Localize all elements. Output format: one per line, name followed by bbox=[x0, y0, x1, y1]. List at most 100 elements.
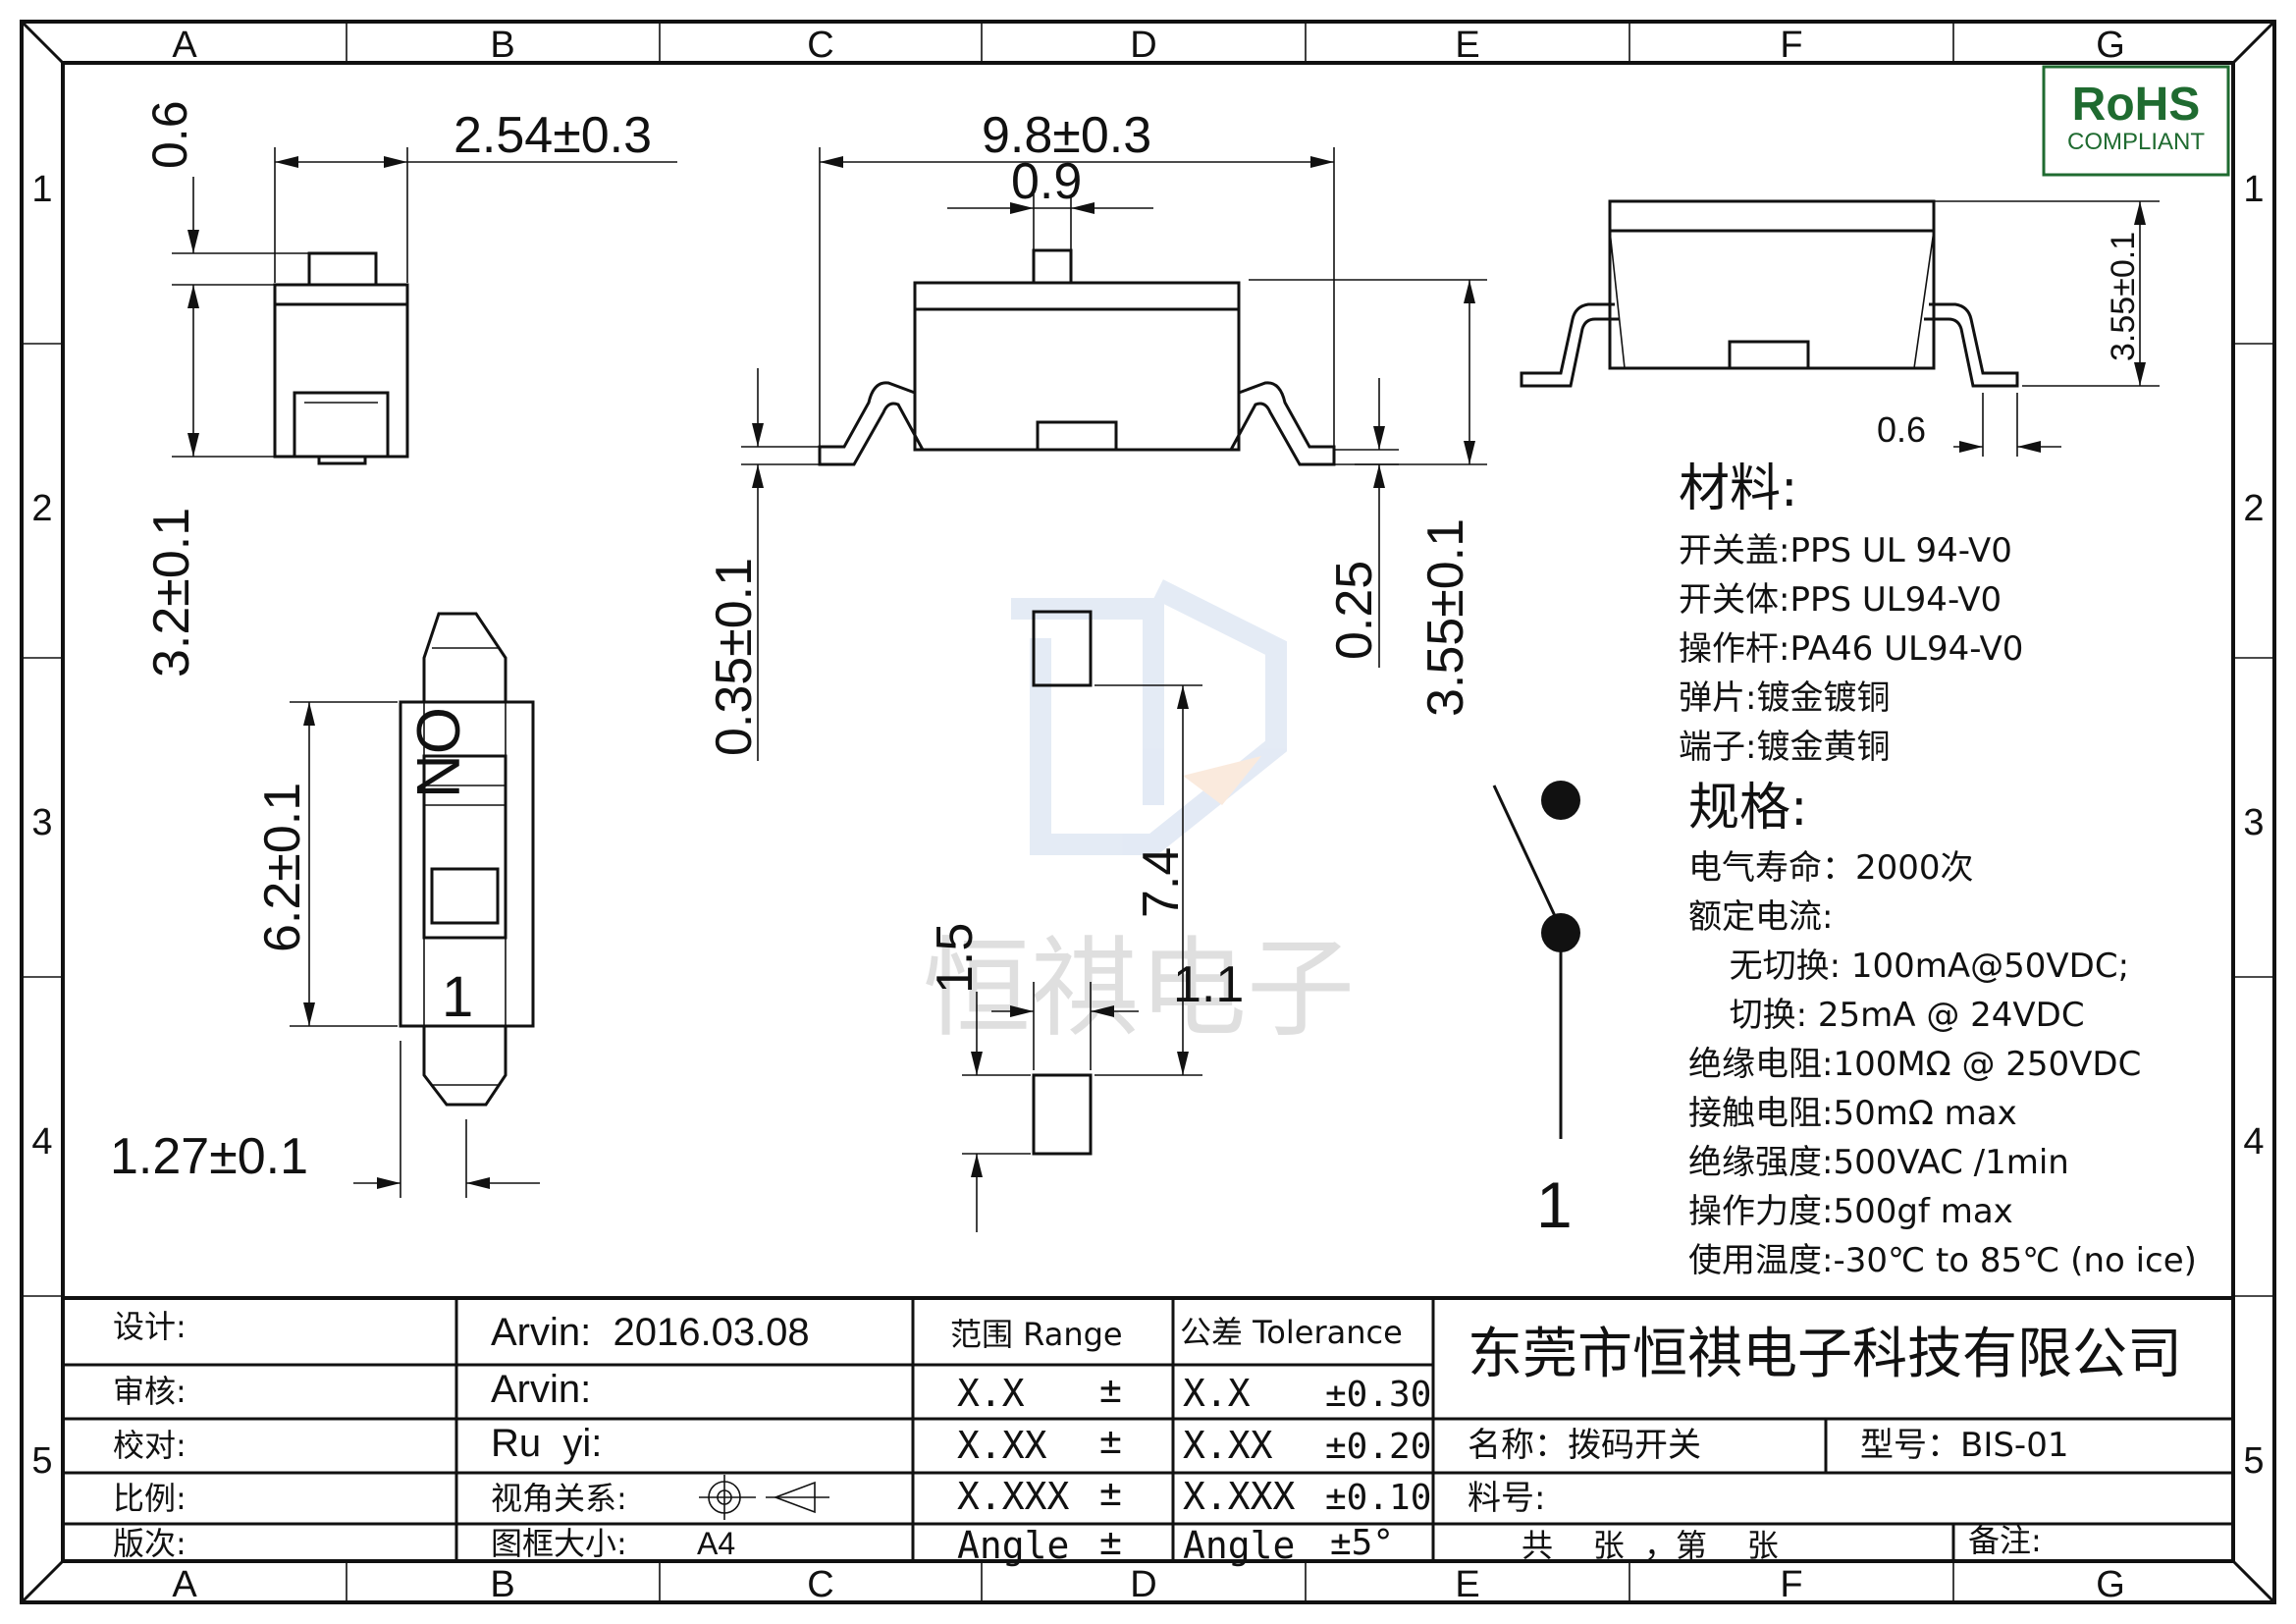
tb-material-no: 料号: bbox=[1468, 1479, 1545, 1518]
tb-company: 东莞市恒祺电子科技有限公司 bbox=[1468, 1323, 2182, 1386]
row-label: 2 bbox=[2243, 488, 2264, 529]
col-label: G bbox=[2096, 25, 2125, 66]
top-view-position-label: 1 bbox=[442, 965, 473, 1029]
dim-front-terminal: 0.35±0.1 bbox=[706, 558, 763, 756]
col-label: E bbox=[1455, 1564, 1479, 1605]
tb-check-label: 校对: bbox=[113, 1427, 187, 1464]
rohs-subtitle: COMPLIANT bbox=[2067, 129, 2205, 155]
col-label: A bbox=[172, 25, 197, 66]
col-label: F bbox=[1780, 1564, 1802, 1605]
specs-heading: 规格: bbox=[1688, 779, 1808, 838]
dim-front-actuator: 0.9 bbox=[1011, 153, 1082, 210]
tb-name: 名称：拨码开关 bbox=[1468, 1426, 1701, 1465]
spec-item: 操作力度:500gf max bbox=[1688, 1192, 2013, 1231]
title-block: 设计: Arvin: 2016.03.08 审核: Arvin: 校对: Ru … bbox=[63, 1296, 2233, 1567]
tb-review-value: Arvin: bbox=[491, 1368, 591, 1411]
material-item: 端子:镀金黄铜 bbox=[1679, 728, 1890, 767]
dim-front-height: 3.55±0.1 bbox=[1417, 518, 1474, 717]
col-label: E bbox=[1455, 25, 1479, 66]
tb-tol-value: ±5° bbox=[1330, 1523, 1394, 1563]
tb-scale-label: 比例: bbox=[113, 1480, 187, 1517]
dim-pad-span: 7.4 bbox=[1133, 847, 1190, 918]
spec-item: 电气寿命：2000次 bbox=[1688, 848, 1974, 888]
dim-side-height: 3.2±0.1 bbox=[143, 508, 200, 677]
side-view: 2.54±0.3 0.6 3.2±0.1 bbox=[142, 100, 677, 677]
dim-side-top: 0.6 bbox=[142, 100, 197, 169]
tb-design-value: Arvin: 2016.03.08 bbox=[491, 1311, 810, 1354]
tb-tol-row: Angle bbox=[1183, 1524, 1295, 1567]
tb-tol-row: X.XXX bbox=[1183, 1475, 1296, 1518]
tb-review-label: 审核: bbox=[113, 1373, 187, 1410]
tb-version-label: 版次: bbox=[113, 1525, 187, 1562]
row-label: 1 bbox=[2243, 169, 2264, 210]
spec-item: 使用温度:-30℃ to 85℃ (no ice) bbox=[1688, 1241, 2197, 1280]
col-label: F bbox=[1780, 25, 1802, 66]
tb-range-row: X.XX bbox=[957, 1424, 1047, 1467]
end-view: 3.55±0.1 0.6 bbox=[1520, 199, 2160, 457]
col-label: B bbox=[490, 25, 514, 66]
tb-sheet: 共 张 ，第 张 bbox=[1522, 1527, 1779, 1564]
tb-range-pm: ± bbox=[1099, 1471, 1122, 1514]
material-item: 操作杆:PA46 UL94-V0 bbox=[1679, 629, 2023, 669]
dim-front-length: 9.8±0.3 bbox=[982, 107, 1151, 164]
row-label: 4 bbox=[2243, 1121, 2264, 1163]
top-view: ON 1 6.2±0.1 1.27±0.1 bbox=[110, 612, 540, 1198]
watermark: 恒祺电子 bbox=[923, 579, 1355, 1052]
tb-range-header: 范围 Range bbox=[950, 1316, 1123, 1353]
top-view-on-label: ON bbox=[403, 707, 471, 798]
tb-frame-label: 图框大小: bbox=[491, 1525, 627, 1562]
tb-range-pm: ± bbox=[1099, 1520, 1122, 1563]
tb-range-pm: ± bbox=[1099, 1368, 1122, 1411]
col-label: B bbox=[490, 1564, 514, 1605]
dim-top-pitch: 1.27±0.1 bbox=[110, 1128, 308, 1185]
tb-remark: 备注: bbox=[1968, 1522, 2042, 1559]
spec-item: 绝缘电阻:100MΩ @ 250VDC bbox=[1688, 1045, 2141, 1084]
material-item: 开关体:PPS UL94-V0 bbox=[1679, 580, 2002, 620]
dim-front-offset: 0.25 bbox=[1326, 561, 1383, 660]
specs-section: 规格: 电气寿命：2000次 额定电流: 无切换: 100mA@50VDC; 切… bbox=[1688, 779, 2197, 1280]
tb-tol-row: X.X bbox=[1183, 1372, 1251, 1415]
dim-top-length: 6.2±0.1 bbox=[254, 783, 311, 952]
col-label: C bbox=[807, 25, 833, 66]
tb-check-value: Ru yi: bbox=[491, 1422, 602, 1465]
dim-end-height: 3.55±0.1 bbox=[2105, 232, 2142, 361]
material-item: 弹片:镀金镀铜 bbox=[1679, 678, 1890, 718]
spec-item: 绝缘强度:500VAC /1min bbox=[1688, 1143, 2069, 1182]
materials-heading: 材料: bbox=[1679, 460, 1798, 518]
row-label: 5 bbox=[31, 1440, 52, 1482]
spec-item: 无切换: 100mA@50VDC; bbox=[1708, 947, 2129, 986]
tb-tol-value: ±0.10 bbox=[1325, 1478, 1431, 1518]
schematic-pin-label: 1 bbox=[1536, 1168, 1573, 1241]
projection-symbol bbox=[699, 1475, 829, 1520]
spec-item: 切换: 25mA @ 24VDC bbox=[1708, 996, 2085, 1035]
col-label: C bbox=[807, 1564, 833, 1605]
front-view: 9.8±0.3 0.9 0.35±0.1 0.25 3.55±0.1 bbox=[706, 107, 1487, 761]
rohs-badge: RoHS COMPLIANT bbox=[2042, 65, 2230, 177]
switch-schematic: 1 bbox=[1492, 781, 1580, 1241]
tb-frame-value: A4 bbox=[697, 1526, 735, 1561]
row-label: 4 bbox=[31, 1121, 52, 1163]
materials-section: 材料: 开关盖:PPS UL 94-V0 开关体:PPS UL94-V0 操作杆… bbox=[1679, 460, 2023, 767]
tb-model: 型号：BIS-01 bbox=[1860, 1426, 2068, 1465]
material-item: 开关盖:PPS UL 94-V0 bbox=[1679, 531, 2012, 570]
sheet-frame: A B C D E F G A B C D E F G 1 2 3 4 5 1 … bbox=[20, 20, 2276, 1605]
tb-tol-value: ±0.20 bbox=[1325, 1427, 1431, 1467]
col-label: A bbox=[172, 1564, 197, 1605]
tb-range-pm: ± bbox=[1099, 1419, 1122, 1462]
dim-pad-width: 1.1 bbox=[1173, 956, 1244, 1013]
row-label: 3 bbox=[31, 802, 52, 843]
col-label: D bbox=[1130, 25, 1156, 66]
pcb-pad-layout: 7.4 1.5 1.1 bbox=[927, 610, 1244, 1232]
row-label: 3 bbox=[2243, 802, 2264, 843]
row-label: 2 bbox=[31, 488, 52, 529]
tb-range-row: X.XXX bbox=[957, 1475, 1070, 1518]
dim-side-width: 2.54±0.3 bbox=[454, 107, 652, 164]
tb-tol-value: ±0.30 bbox=[1325, 1375, 1431, 1415]
col-label: D bbox=[1130, 1564, 1156, 1605]
spec-item: 接触电阻:50mΩ max bbox=[1688, 1094, 2017, 1133]
row-label: 5 bbox=[2243, 1440, 2264, 1482]
col-label: G bbox=[2096, 1564, 2125, 1605]
spec-item: 额定电流: bbox=[1688, 897, 1833, 937]
watermark-text: 恒祺电子 bbox=[923, 926, 1355, 1052]
